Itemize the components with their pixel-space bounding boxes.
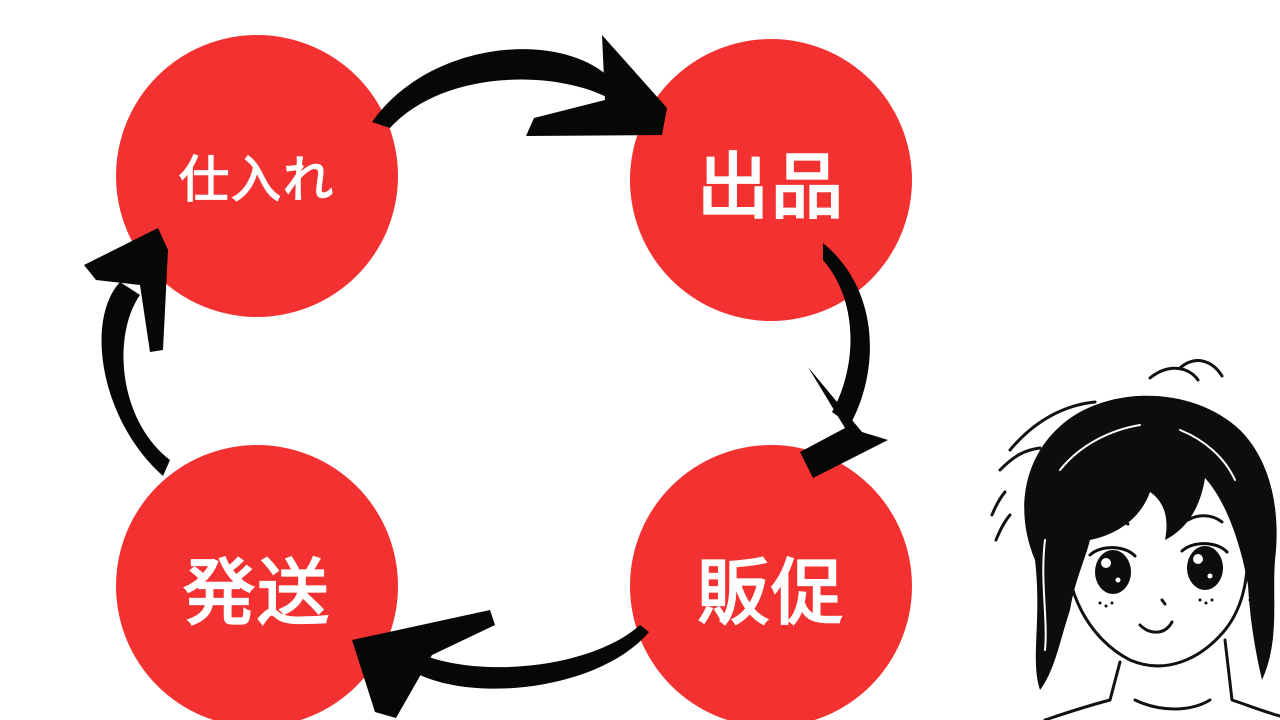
arrow-shiire-to-shuppin: [372, 35, 667, 136]
node-hansoku: 販促: [630, 445, 912, 720]
arrow-hansoku-to-hassou: [352, 610, 649, 718]
node-shuppin: 出品: [630, 39, 912, 321]
arrow-shuppin-to-hansoku: [800, 243, 888, 478]
node-label-shuppin: 出品: [696, 144, 845, 229]
node-label-shiire: 仕入れ: [179, 151, 335, 209]
node-label-hassou: 発送: [182, 550, 331, 635]
arrow-hassou-to-shiire: [84, 228, 170, 476]
node-label-hansoku: 販促: [696, 550, 845, 635]
node-hassou: 発送: [116, 445, 398, 720]
